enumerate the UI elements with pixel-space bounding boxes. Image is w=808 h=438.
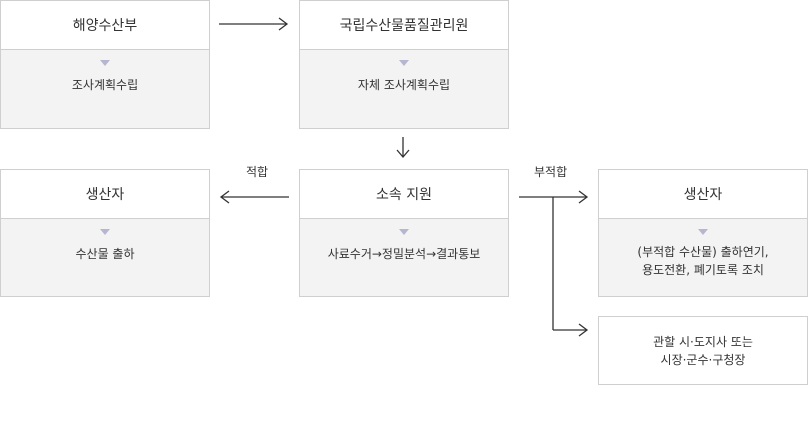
nfqs-body: 자체 조사계획수립: [300, 50, 508, 128]
producer-ok-body-text: 수산물 출하: [75, 247, 135, 261]
producer-ng-box: 생산자 (부적합 수산물) 출하연기, 용도전환, 폐기토록 조치: [598, 169, 808, 297]
down-triangle-icon: [399, 229, 409, 235]
producer-ok-title: 생산자: [1, 170, 209, 219]
down-triangle-icon: [698, 229, 708, 235]
producer-ng-title: 생산자: [599, 170, 807, 219]
producer-ng-body-line1: (부적합 수산물) 출하연기,: [637, 245, 769, 259]
arrow-head-down-icon: [396, 149, 410, 158]
arrow-head-right-icon: [278, 17, 289, 31]
support-title: 소속 지원: [300, 170, 508, 219]
down-triangle-icon: [100, 60, 110, 66]
nfqs-title: 국립수산물품질관리원: [300, 1, 508, 50]
mof-body-text: 조사계획수립: [71, 78, 139, 92]
support-body: 사료수거→정밀분석→결과통보: [300, 219, 508, 296]
mof-box: 해양수산부 조사계획수립: [0, 0, 210, 129]
nfqs-body-text: 자체 조사계획수립: [357, 78, 451, 92]
mof-title: 해양수산부: [1, 1, 209, 50]
local-gov-text: 관할 시·도지사 또는 시장·군수·구청장: [653, 333, 753, 369]
mof-body: 조사계획수립: [1, 50, 209, 128]
producer-ng-body: (부적합 수산물) 출하연기, 용도전환, 폐기토록 조치: [599, 219, 807, 296]
unsuitable-label: 부적합: [534, 165, 568, 179]
nfqs-box: 국립수산물품질관리원 자체 조사계획수립: [299, 0, 509, 129]
down-triangle-icon: [100, 229, 110, 235]
local-gov-line2: 시장·군수·구청장: [660, 352, 746, 367]
local-gov-box: 관할 시·도지사 또는 시장·군수·구청장: [598, 316, 808, 385]
support-box: 소속 지원 사료수거→정밀분석→결과통보: [299, 169, 509, 297]
arrow-head-right-icon: [578, 190, 589, 204]
arrow-head-right-icon: [578, 323, 589, 337]
producer-ng-body-line2: 용도전환, 폐기토록 조치: [642, 263, 764, 277]
support-body-text: 사료수거→정밀분석→결과통보: [327, 247, 481, 261]
producer-ok-body: 수산물 출하: [1, 219, 209, 296]
local-gov-line1: 관할 시·도지사 또는: [653, 334, 753, 349]
arrow-head-left-icon: [219, 190, 230, 204]
producer-ok-box: 생산자 수산물 출하: [0, 169, 210, 297]
down-triangle-icon: [399, 60, 409, 66]
suitable-label: 적합: [246, 165, 269, 179]
